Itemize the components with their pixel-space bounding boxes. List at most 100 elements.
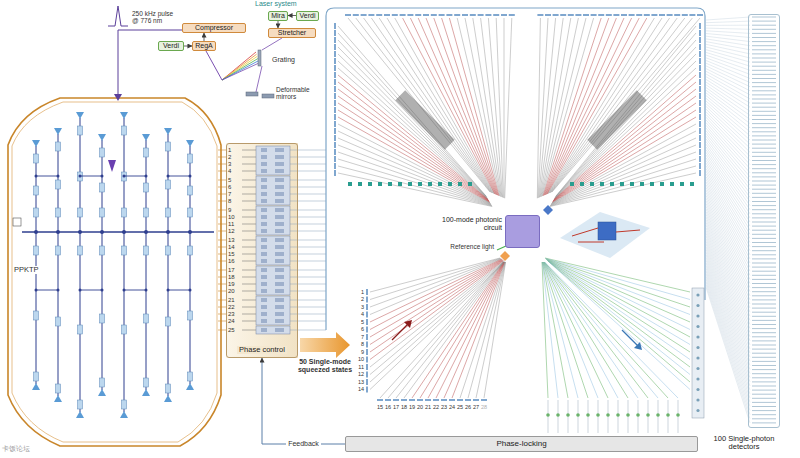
mirror-symbol — [366, 387, 367, 393]
mirror-symbol — [613, 14, 619, 15]
crystal-symbol — [34, 208, 39, 217]
waveguide — [338, 159, 492, 206]
waveguide — [544, 18, 616, 195]
mode-number: 13 — [352, 379, 364, 385]
phase-shifter — [275, 275, 284, 279]
fiber — [706, 52, 750, 66]
phase-shifter — [275, 238, 284, 242]
detector-symbol — [752, 82, 776, 83]
mirror-symbol — [682, 14, 688, 15]
mirror-symbol — [334, 170, 335, 176]
crystal-symbol — [78, 246, 83, 255]
mirror-symbol — [377, 399, 383, 400]
phase-locking-bar: Phase-locking — [345, 436, 698, 452]
detector-symbol — [752, 172, 776, 173]
mirror-symbol — [667, 14, 673, 15]
waveguide — [551, 138, 696, 204]
crystal-symbol — [144, 246, 149, 255]
waveguide — [552, 131, 697, 204]
lens-symbol — [120, 112, 128, 119]
fiber — [290, 330, 326, 331]
waveguide — [544, 262, 648, 398]
phase-shifter — [261, 155, 267, 159]
detector-symbol — [752, 332, 776, 333]
mirror-symbol — [568, 14, 574, 15]
mirror-symbol — [433, 399, 439, 400]
phase-shifter — [261, 312, 267, 316]
mirror-symbol — [407, 14, 413, 15]
detector-symbol — [752, 213, 776, 214]
fiber — [706, 255, 750, 374]
fiber — [706, 271, 750, 398]
fiber — [242, 300, 256, 301]
detector-symbol — [752, 308, 776, 309]
mirror-symbol — [674, 14, 680, 15]
crystal-symbol — [56, 246, 61, 255]
detector-dot — [696, 377, 699, 380]
waveguide — [468, 262, 505, 398]
detector-symbol — [752, 345, 776, 346]
crystal-symbol — [34, 372, 39, 381]
fiber — [706, 279, 750, 410]
mirror-symbol — [431, 14, 437, 15]
node-text: Verdi — [300, 12, 316, 20]
waveguide — [449, 18, 499, 196]
optical-path — [36, 290, 58, 291]
fiber — [290, 150, 326, 151]
detector-square — [398, 182, 402, 186]
detector-symbol — [752, 381, 776, 382]
mode-number: 12 — [228, 228, 241, 235]
waveguide — [545, 262, 678, 398]
optical-path — [80, 290, 102, 291]
detector-symbol — [752, 205, 776, 206]
waveguide — [338, 138, 491, 204]
detector-symbol — [752, 21, 776, 22]
waveguide — [465, 18, 501, 197]
detector-symbol — [752, 131, 776, 132]
detector-square — [580, 182, 584, 186]
mode-number: 23 — [439, 404, 449, 410]
mode-number: 15 — [228, 251, 241, 258]
laser-box: Compressor — [182, 23, 246, 33]
fiber — [706, 258, 750, 378]
fiber — [706, 239, 750, 349]
fiber — [290, 224, 326, 225]
detector-symbol — [752, 189, 776, 190]
mode-number: 15 — [375, 404, 385, 410]
waveguide — [452, 262, 505, 398]
detector-symbol — [752, 230, 776, 231]
mirror-symbol — [334, 128, 335, 134]
pulse-symbol — [108, 6, 128, 26]
mode-number: 2 — [352, 296, 364, 302]
detector-symbol — [752, 258, 776, 259]
waveguide — [428, 262, 504, 398]
mirror-symbol — [366, 349, 367, 355]
detector-symbol — [752, 152, 776, 153]
dot — [101, 175, 104, 178]
mirror-symbol — [345, 14, 351, 15]
direction-arrow — [404, 320, 412, 328]
fiber — [706, 39, 750, 46]
waveguide — [537, 18, 540, 198]
phase-shifter-block — [256, 266, 290, 295]
waveguide — [544, 262, 628, 398]
waveguide — [554, 75, 696, 200]
detector-symbol — [752, 62, 776, 63]
fiber — [706, 266, 750, 390]
phase-shifter — [261, 245, 267, 249]
waveguide — [338, 152, 491, 205]
chip-illustration — [572, 228, 598, 236]
mirror-symbol — [553, 14, 559, 15]
mirror-symbol — [462, 14, 468, 15]
detector-square — [448, 182, 452, 186]
detector-dot — [696, 304, 699, 307]
fiber — [290, 231, 326, 232]
mirror-symbol — [644, 14, 650, 15]
crystal-symbol — [122, 172, 127, 181]
mode-number: 25 — [455, 404, 465, 410]
waveguide — [549, 18, 663, 194]
phase-shifter — [261, 215, 267, 219]
waveguide — [551, 18, 685, 193]
dot — [189, 289, 192, 292]
